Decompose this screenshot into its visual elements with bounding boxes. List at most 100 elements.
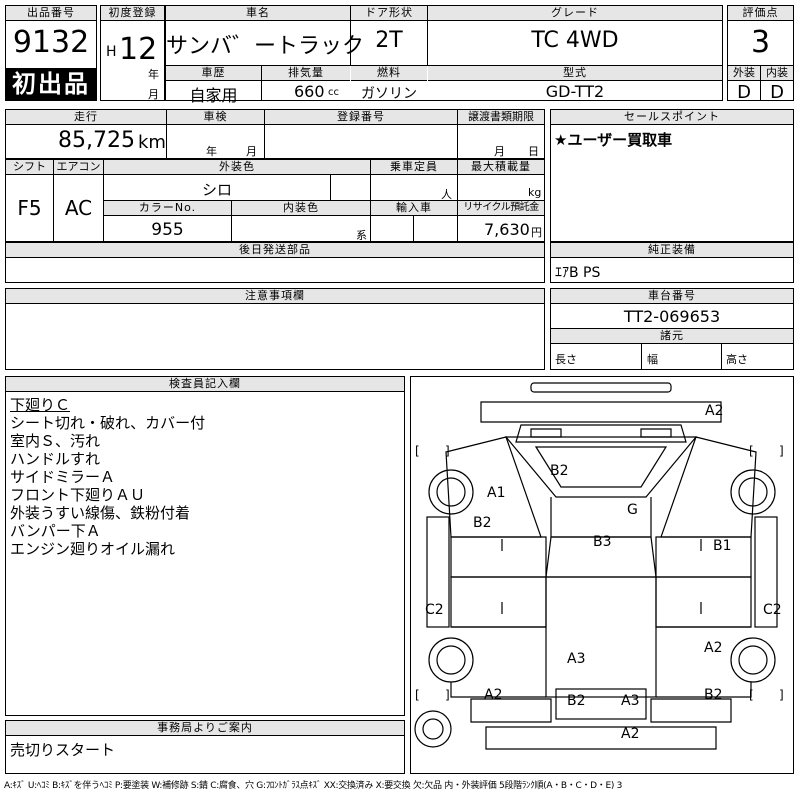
inspector-note: エンジン廻りオイル漏れ	[10, 540, 176, 558]
caution-box: 注意事項欄	[5, 288, 545, 370]
shift: F5	[17, 196, 42, 220]
equipment-box: 純正装備 ｴｱB PS	[550, 242, 794, 283]
grade-label: グレード	[428, 6, 722, 21]
svg-text:[: [	[749, 444, 754, 458]
damage-bed: A3	[567, 651, 586, 667]
sales-point-label: セールスポイント	[551, 110, 793, 125]
chassis-box: 車台番号 TT2-069653 諸元 長さ 幅 高さ	[550, 288, 794, 370]
inspector-note: サイドミラーＡ	[10, 468, 116, 486]
office-label: 事務局よりご案内	[6, 721, 404, 736]
damage-right-rear: A2	[704, 640, 723, 656]
inspection-year-unit: 年	[206, 145, 217, 158]
damage-right-side: C2	[763, 602, 782, 618]
color-number: 955	[151, 220, 184, 240]
damage-diagram: [ ] [ ] [ ] [ ] A2 B2 A1 G B2 B3 B1 C2 C…	[410, 376, 794, 774]
inspector-note: フロント下廻りＡＵ	[10, 486, 146, 504]
inspector-note: 外装うすい線傷、鉄粉付着	[10, 504, 191, 522]
svg-text:]: ]	[779, 688, 784, 702]
score-box: 評価点 3 外装 内装 D D	[727, 5, 794, 103]
later-parts-box: 後日発送部品	[5, 242, 545, 283]
vehicle-spec-box: シフト エアコン 外装色 乗車定員 最大積載量 F5 AC シロ 人 kg カラ…	[5, 159, 545, 242]
reg-number-label: 登録番号	[265, 110, 457, 125]
transfer-day-unit: 日	[528, 145, 539, 158]
lot-number-label: 出品番号	[6, 6, 96, 21]
first-registration-box: 初度登録 H 12 年 月	[100, 5, 165, 101]
fuel-label: 燃料	[351, 66, 427, 81]
door-type: 2T	[375, 28, 403, 53]
month-unit: 月	[148, 88, 159, 101]
first-listing-badge: 初出品	[6, 68, 96, 100]
svg-text:[: [	[415, 688, 420, 702]
chassis-label: 車台番号	[551, 289, 793, 304]
damage-left-front-wheel: A1	[487, 485, 506, 501]
inspector-note: バンパー下Ａ	[10, 522, 101, 540]
sales-point: ★ユーザー買取車	[554, 131, 673, 149]
damage-left-rear: A2	[484, 687, 503, 703]
lot-number: 9132	[12, 25, 90, 60]
truck-outline: [ ] [ ] [ ] [ ]	[414, 382, 784, 750]
svg-text:]: ]	[779, 444, 784, 458]
displacement-unit: cc	[328, 87, 339, 98]
transfer-month-unit: 月	[494, 145, 505, 158]
displacement-label: 排気量	[262, 66, 350, 81]
damage-left-side: C2	[425, 602, 444, 618]
first-registration-label: 初度登録	[101, 6, 164, 21]
inspector-note: ハンドルすれ	[10, 450, 101, 468]
chassis-number: TT2-069653	[623, 307, 721, 326]
width-label: 幅	[647, 353, 658, 366]
car-info-box: 車名 ドア形状 グレード サンバ゛ートラック 2T TC 4WD 車歴 排気量 …	[165, 5, 723, 105]
score-label: 評価点	[728, 6, 793, 21]
transfer-deadline-label: 譲渡書類期限	[458, 110, 544, 125]
exterior-color-label: 外装色	[104, 160, 370, 175]
exterior-grade: D	[737, 82, 751, 103]
damage-tail-left: B2	[567, 693, 586, 709]
recycle-unit: 円	[531, 226, 542, 239]
fuel: ガソリン	[361, 86, 417, 102]
later-parts-label: 後日発送部品	[6, 243, 544, 258]
car-name-label: 車名	[166, 6, 350, 21]
svg-text:]: ]	[445, 688, 450, 702]
recycle-deposit: 7,630	[484, 220, 530, 239]
mileage-label: 走行	[6, 110, 166, 125]
exterior-color: シロ	[201, 181, 232, 199]
door-label: ドア形状	[351, 6, 427, 21]
car-name: サンバ゛ートラック	[166, 34, 365, 59]
damage-left-front-fender: B2	[473, 515, 492, 531]
capacity-unit: 人	[441, 188, 452, 201]
max-load-label: 最大積載量	[458, 160, 544, 175]
inspector-label: 検査員記入欄	[6, 377, 404, 392]
interior-grade: D	[770, 82, 784, 103]
damage-rear-bumper: A2	[621, 726, 640, 742]
displacement: 660	[294, 82, 325, 101]
interior-label: 内装	[761, 66, 793, 81]
grade: TC 4WD	[531, 28, 619, 53]
inspector-note: 下廻りＣ	[10, 396, 71, 414]
exterior-label: 外装	[728, 66, 760, 81]
ac: AC	[64, 196, 93, 220]
height-label: 高さ	[726, 353, 748, 366]
damage-front-bumper: A2	[705, 403, 724, 419]
damage-tail-right: A3	[621, 693, 640, 709]
legend: A:ｷｽﾞ U:ﾍｺﾐ B:ｷｽﾞを伴うﾍｺﾐ P:要塗装 W:補修跡 S:錆 …	[4, 781, 623, 791]
damage-hood: B2	[550, 463, 569, 479]
inspector-box: 検査員記入欄 下廻りＣ シート切れ・破れ、カバー付 室内Ｓ、汚れ ハンドルすれ …	[5, 376, 405, 716]
caution-label: 注意事項欄	[6, 289, 544, 304]
svg-text:[: [	[415, 444, 420, 458]
damage-roof: B3	[593, 534, 612, 550]
inspection-month-unit: 月	[246, 145, 257, 158]
equipment-label: 純正装備	[551, 243, 793, 258]
capacity-label: 乗車定員	[371, 160, 457, 175]
interior-color-unit: 系	[356, 229, 367, 242]
import-label: 輸入車	[371, 201, 457, 216]
dims-label: 諸元	[551, 329, 793, 344]
ac-label: エアコン	[54, 160, 103, 175]
damage-right-rear-lower: B2	[704, 687, 723, 703]
model: GD-TT2	[545, 82, 605, 101]
mileage-registration-box: 走行 車検 登録番号 譲渡書類期限 85,725 km 年 月 月 日	[5, 109, 545, 159]
mileage-unit: km	[138, 132, 166, 153]
inspector-note: 室内Ｓ、汚れ	[10, 432, 101, 450]
color-number-label: カラーNo.	[104, 201, 231, 216]
year-unit: 年	[148, 68, 159, 81]
interior-color-label: 内装色	[232, 201, 370, 216]
damage-right-front-fender: B1	[713, 538, 732, 554]
